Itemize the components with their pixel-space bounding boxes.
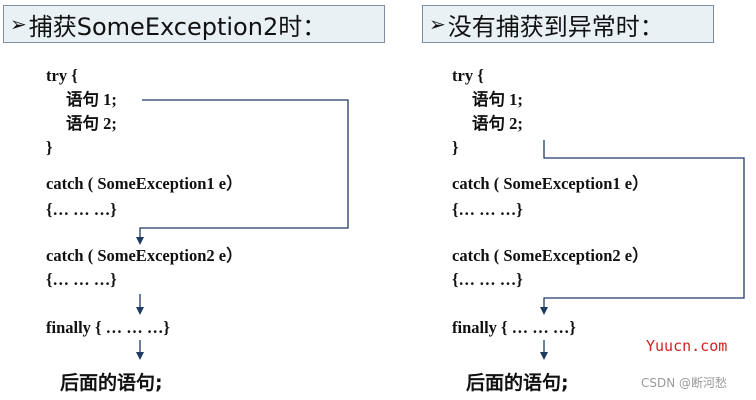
left-catch-2: catch ( SomeException2 e） (46, 246, 243, 265)
right-catch-2: catch ( SomeException2 e） (452, 246, 649, 265)
left-catch-1-block: {… … …} (46, 200, 117, 219)
right-try-close: } (452, 138, 459, 157)
right-try-open: try { (452, 66, 484, 85)
right-finally: finally { … … …} (452, 318, 576, 337)
left-try-open: try { (46, 66, 78, 85)
right-jump-to-finally-arrow (540, 140, 745, 315)
right-catch-2-block: {… … …} (452, 270, 523, 289)
left-try-close: } (46, 138, 53, 157)
left-jump-to-catch2-arrow (136, 99, 349, 245)
left-panel-title: ➢ 捕获SomeException2时： (3, 5, 385, 43)
left-catch-2-block: {… … …} (46, 270, 117, 289)
arrowhead-bullet-icon: ➢ (429, 12, 446, 36)
site-watermark: Yuucn.com (646, 337, 728, 355)
left-catch-1: catch ( SomeException1 e） (46, 174, 243, 193)
left-statement-2: 语句 2; (66, 114, 117, 133)
left-title-text: 捕获SomeException2时： (28, 12, 327, 41)
csdn-watermark: CSDN @断河愁 (641, 376, 728, 390)
right-catch-1-block: {… … …} (452, 200, 523, 219)
left-following-statements: 后面的语句; (60, 372, 163, 394)
left-statement-1: 语句 1; (66, 90, 117, 109)
right-catch-1: catch ( SomeException1 e） (452, 174, 649, 193)
left-finally: finally { … … …} (46, 318, 170, 337)
right-title-text: 没有捕获到异常时： (447, 12, 664, 41)
arrowhead-bullet-icon: ➢ (10, 12, 27, 36)
right-panel-title: ➢ 没有捕获到异常时： (422, 5, 714, 43)
right-statement-2: 语句 2; (472, 114, 523, 133)
right-statement-1: 语句 1; (472, 90, 523, 109)
right-following-statements: 后面的语句; (466, 372, 569, 394)
